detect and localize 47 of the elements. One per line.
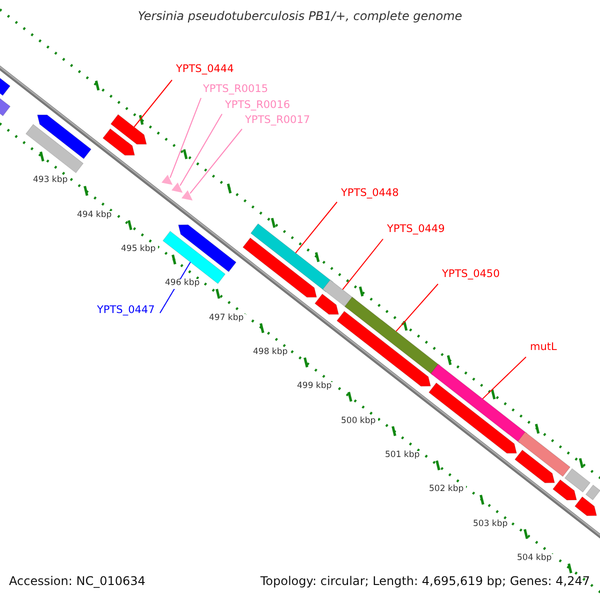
- scale-label: 496 kbp: [162, 279, 202, 289]
- scale-label: 493 kbp: [30, 176, 70, 186]
- gene-bar: [574, 496, 597, 516]
- gene-bar: [242, 237, 317, 298]
- genome-summary-text: Topology: circular; Length: 4,695,619 bp; Genes: 4,247: [260, 575, 590, 588]
- gene-bar: [514, 450, 555, 484]
- gene-label: YPTS_0447: [97, 305, 155, 317]
- gene-bar: [37, 114, 92, 160]
- leader-line: [134, 80, 172, 128]
- leader-line: [170, 98, 202, 178]
- gene-bar: [552, 479, 577, 500]
- gene-label: YPTS_0450: [442, 269, 500, 281]
- scale-label: 494 kbp: [74, 210, 114, 220]
- gene-label: YPTS_R0015: [203, 84, 268, 96]
- gene-label: YPTS_R0016: [225, 100, 290, 112]
- scale-label: 497 kbp: [206, 314, 246, 323]
- gene-bar: [428, 382, 517, 454]
- gene-label: YPTS_0444: [176, 64, 234, 76]
- scale-label: 498 kbp: [250, 348, 290, 358]
- title: Yersinia pseudotuberculosis PB1/+, complete genome: [136, 10, 464, 24]
- triangle-marker: [162, 174, 173, 185]
- gene-bar: [250, 223, 334, 292]
- leader-line: [396, 284, 438, 332]
- gene-bar: [110, 114, 147, 144]
- leader-line: [190, 128, 242, 194]
- accession-text: Accession: NC_010634: [9, 575, 146, 588]
- gene-bar: [585, 484, 600, 500]
- leader-line: [295, 202, 338, 254]
- gene-bar: [25, 124, 84, 174]
- gene-bar: [178, 224, 237, 272]
- leader-line: [482, 356, 526, 400]
- gene-label: YPTS_0449: [387, 224, 445, 236]
- gene-bar: [102, 128, 135, 156]
- scale-label: 495 kbp: [118, 245, 158, 254]
- scale-label: 499 kbp: [294, 382, 334, 392]
- gene-label: mutL: [530, 342, 557, 354]
- triangle-marker: [172, 182, 183, 193]
- gene-label: YPTS_0448: [341, 188, 399, 200]
- triangle-marker: [182, 190, 193, 200]
- gene-bar: [517, 432, 571, 477]
- gene-bar: [564, 468, 591, 493]
- gene-label: YPTS_R0017: [245, 115, 310, 127]
- gene-bar: [430, 364, 528, 444]
- leader-line: [342, 238, 384, 290]
- gene-bar: [344, 296, 441, 376]
- leader-line: [180, 114, 222, 186]
- gene-bar: [336, 310, 431, 386]
